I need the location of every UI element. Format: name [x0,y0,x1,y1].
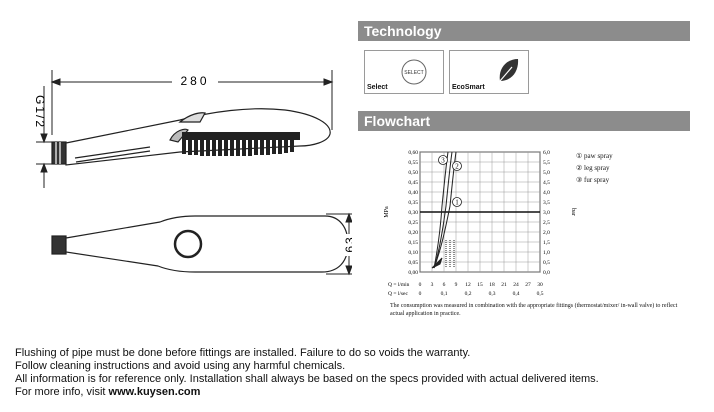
right-tick-label: 1,0 [543,250,550,256]
width-dimension [326,212,352,276]
x-row1-label: Q = l/min [388,282,410,288]
right-tick-label: 4,0 [543,190,550,196]
top-view [51,215,349,273]
thread-label: G1/2 [33,95,47,129]
curve-markers: 1 2 3 [438,155,462,207]
select-badge: SELECT [404,70,423,76]
select-icon: SELECT [401,59,427,85]
curve-fur-spray [433,151,449,269]
left-tick-label: 0,25 [408,220,418,226]
legend-paw-label: paw spray [584,152,613,160]
right-tick-label: 6,0 [543,150,550,156]
x-tick-label-lmin: 6 [443,282,446,288]
left-tick-label: 0,45 [408,180,418,186]
x-tick-label-lsec: 0,4 [513,291,520,297]
left-tick-label: 0,60 [408,150,418,156]
website-link[interactable]: www.kuysen.com [108,386,201,398]
note-cleaning: Follow cleaning instructions and avoid u… [15,360,346,372]
x-tick-label-lmin: 21 [501,282,507,288]
left-tick-label: 0,35 [408,200,418,206]
right-tick-label: 3,0 [543,210,550,216]
x-tick-label-lmin: 27 [525,282,531,288]
right-tick-label: 2,0 [543,230,550,236]
right-tick-label: 4,5 [543,180,550,186]
x-tick-label-lsec: 0,5 [537,291,544,297]
ecosmart-label: EcoSmart [452,84,485,91]
legend-item-leg: ② leg spray [576,164,610,172]
x-tick-label-lmin: 15 [477,282,483,288]
left-tick-label: 0,30 [408,210,418,216]
x-tick-label-lmin: 12 [465,282,471,288]
x-tick-label-lmin: 18 [489,282,495,288]
left-axis-unit: MPa [384,206,390,218]
x-tick-label-lmin: 3 [431,282,434,288]
left-tick-label: 0,20 [408,230,418,236]
note-flushing: Flushing of pipe must be done before fit… [15,347,471,359]
legend-item-fur: ③ fur spray [576,176,610,184]
legend-fur-label: fur spray [584,176,610,184]
nozzle-row [182,132,300,156]
x-tick-label-lsec: 0,3 [489,291,496,297]
left-tick-label: 0,50 [408,170,418,176]
note-more-info: For more info, visit www.kuysen.com [15,386,599,399]
right-tick-label: 5,5 [543,160,550,166]
marker-1: 1 [455,199,459,207]
right-tick-label: 2,5 [543,220,550,226]
x-tick-label-lmin: 24 [513,282,519,288]
length-label: 280 [180,74,209,88]
left-tick-label: 0,40 [408,190,418,196]
flowchart-header: Flowchart [358,111,690,131]
select-technology-box: SELECT Select [364,50,444,94]
right-tick-label: 3,5 [543,200,550,206]
note-reference: All information is for reference only. I… [15,373,599,385]
left-tick-label: 0,00 [408,270,418,276]
right-tick-label: 0,0 [543,270,550,276]
legend-leg-label: leg spray [584,164,610,172]
marker-2: 2 [455,163,459,171]
technology-header: Technology [358,21,690,41]
curve-leg-spray [433,151,453,269]
x-row2-label: Q = l/sec [388,291,408,297]
x-tick-label-lmin: 30 [537,282,543,288]
x-tick-label-lsec: 0 [419,291,422,297]
x-tick-label-lsec: 0,1 [441,291,448,297]
note-more-info-prefix: For more info, visit [15,386,109,398]
x-tick-label-lmin: 0 [419,282,422,288]
flowchart-caption: The consumption was measured in combinat… [390,303,678,317]
left-tick-label: 0,15 [408,240,418,246]
x-tick-label-lsec: 0,2 [465,291,472,297]
right-axis-unit: bar [570,208,576,216]
width-label: 63 [343,235,352,252]
right-tick-label: 5,0 [543,170,550,176]
marker-3: 3 [441,157,445,165]
left-tick-label: 0,55 [408,160,418,166]
ecosmart-technology-box: EcoSmart [449,50,529,94]
technical-drawing: 280 G1/2 [33,70,352,276]
left-tick-label: 0,05 [408,260,418,266]
left-tick-label: 0,10 [408,250,418,256]
leaf-icon [499,59,519,82]
right-tick-label: 0,5 [543,260,550,266]
notes-block: Flushing of pipe must be done before fit… [15,347,599,399]
select-label: Select [367,84,388,91]
right-tick-label: 1,5 [543,240,550,246]
x-tick-label-lmin: 9 [455,282,458,288]
select-button-circle [173,229,203,259]
legend-item-paw: ① paw spray [576,152,613,160]
